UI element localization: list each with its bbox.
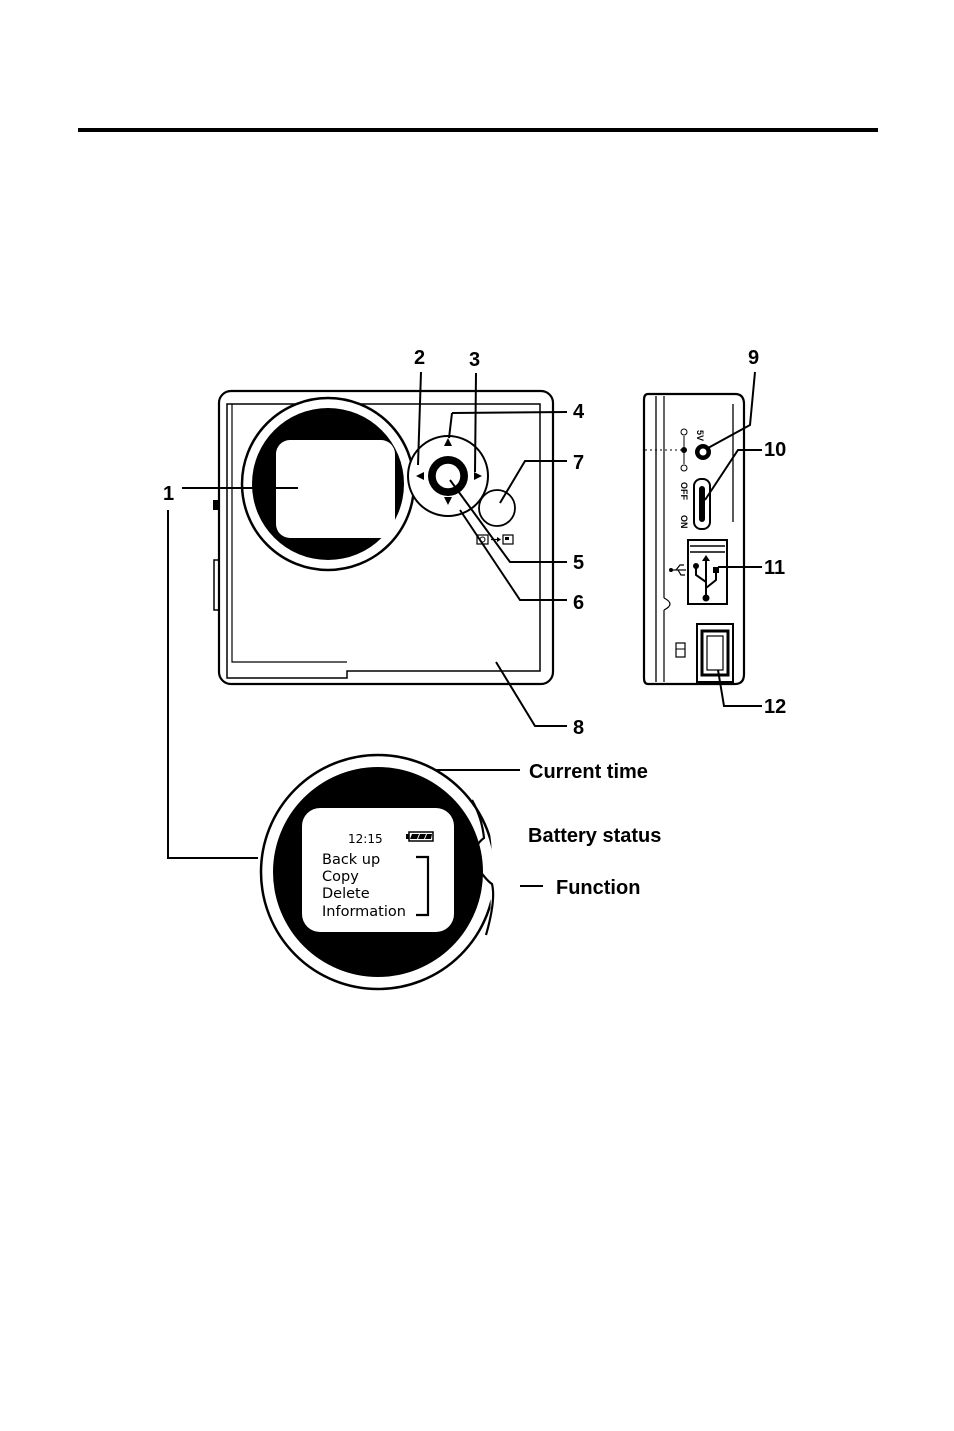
callout-numbers: 1 2 3 4 5 6 7 8 9 10 11 12	[163, 347, 786, 739]
polarity-icon	[680, 428, 688, 472]
callout-11: 11	[764, 557, 785, 579]
function-bracket	[416, 855, 430, 917]
screen-detail: 12:15 Back up Copy Delete Information	[259, 753, 520, 991]
usb-icon	[693, 555, 719, 602]
up-arrow-icon[interactable]	[444, 438, 452, 446]
callout-5: 5	[573, 552, 584, 574]
usb-small-icon	[669, 564, 686, 576]
callout-4: 4	[573, 401, 585, 423]
copy-button[interactable]	[478, 489, 516, 527]
lcd-screen	[276, 440, 395, 538]
callout-3: 3	[469, 349, 480, 371]
callout-12: 12	[764, 696, 786, 718]
current-time-label: Current time	[529, 761, 648, 783]
battery-icon	[406, 831, 434, 842]
callout-7: 7	[573, 452, 584, 474]
callout-1: 1	[163, 483, 174, 505]
function-label: Function	[556, 877, 640, 899]
left-arrow-icon[interactable]	[416, 472, 424, 480]
right-arrow-icon[interactable]	[474, 472, 482, 480]
front-view	[213, 389, 555, 686]
side-view: 5V OFF ON	[642, 392, 746, 686]
menu-item-copy[interactable]: Copy	[322, 869, 359, 885]
callout-9: 9	[748, 347, 759, 369]
callout-6: 6	[573, 592, 584, 614]
power-on-label: ON	[679, 515, 689, 529]
time-display: 12:15	[348, 832, 383, 846]
callout-8: 8	[573, 717, 584, 739]
menu-item-information[interactable]: Information	[322, 904, 406, 920]
callout-2: 2	[414, 347, 425, 369]
camera-to-card-icon	[476, 534, 514, 545]
battery-status-label: Battery status	[528, 825, 661, 847]
down-arrow-icon[interactable]	[444, 497, 452, 505]
header-rule	[78, 128, 878, 132]
card-icon	[675, 642, 686, 658]
menu-item-delete[interactable]: Delete	[322, 886, 370, 902]
power-off-label: OFF	[679, 482, 689, 500]
ok-button[interactable]	[434, 462, 462, 490]
menu-item-backup[interactable]: Back up	[322, 852, 380, 868]
usb-cover[interactable]	[687, 539, 728, 605]
callout-10: 10	[764, 439, 786, 461]
dc-voltage-label: 5V	[695, 430, 705, 441]
